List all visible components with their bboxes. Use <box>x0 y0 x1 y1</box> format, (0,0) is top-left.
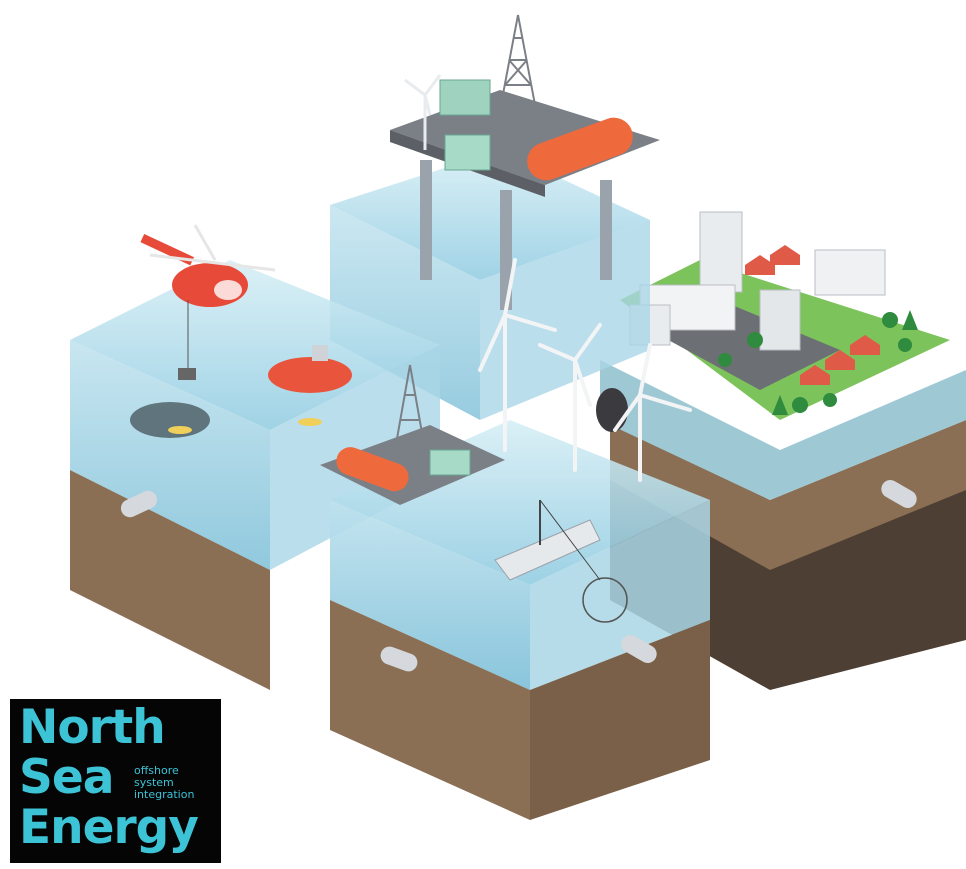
tagline-integration: integration <box>134 788 195 801</box>
divers <box>168 418 322 434</box>
fishing-net <box>582 577 628 623</box>
wind-turbine <box>538 323 602 472</box>
tagline-offshore: offshore <box>134 764 179 777</box>
small-turbine <box>404 74 442 150</box>
platform-module <box>439 79 491 116</box>
pipe <box>120 490 158 518</box>
orange-tank <box>336 447 409 492</box>
pipe <box>621 635 657 663</box>
logo-tagline: offshore system integration <box>134 765 194 801</box>
turbine-block <box>320 364 710 820</box>
fishing-boat <box>494 499 628 623</box>
wind-turbine <box>613 343 692 482</box>
rock <box>130 402 210 438</box>
pipe <box>881 480 917 508</box>
rescue-boat <box>268 345 352 393</box>
drilling-derrick <box>499 14 537 111</box>
orange-tank <box>527 117 633 181</box>
logo-word-north: North <box>19 700 166 755</box>
helicopter <box>140 224 276 380</box>
logo-word-energy: Energy <box>19 800 199 855</box>
platform-legs <box>420 160 612 310</box>
small-derrick <box>394 364 426 451</box>
tunnel-entrance <box>596 388 628 432</box>
wind-turbines <box>478 258 692 482</box>
north-sea-energy-logo: North Sea Energy offshore system integra… <box>10 699 221 863</box>
logo-word-sea: Sea <box>19 750 114 805</box>
platform-block <box>330 14 660 420</box>
small-platform-deck <box>320 425 505 505</box>
tagline-system: system <box>134 776 174 789</box>
pipe <box>380 646 418 672</box>
houses <box>745 245 880 385</box>
trees <box>718 310 918 415</box>
wind-turbine <box>478 258 557 452</box>
